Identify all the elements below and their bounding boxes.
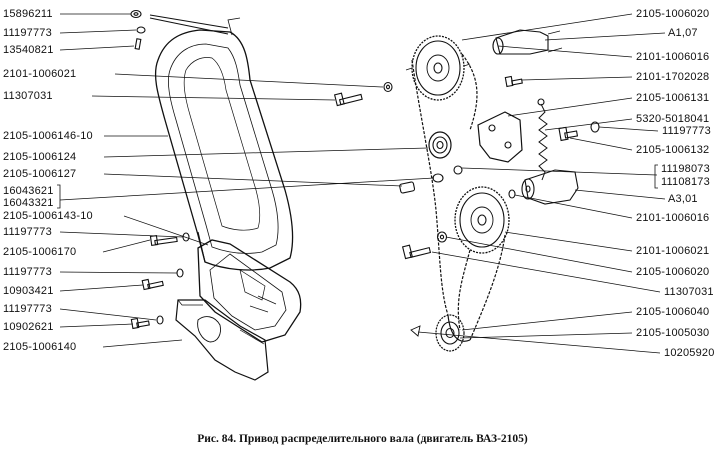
- leader-lines: [59, 13, 666, 354]
- chain-tensioner: [399, 111, 523, 194]
- figure-caption: Рис. 84. Привод распределительного вала …: [197, 433, 528, 445]
- left-bolts: [130, 81, 393, 330]
- label-11197773-a: 11197773: [3, 27, 52, 39]
- label-13540821: 13540821: [3, 44, 54, 56]
- bottom-plate: [175, 299, 269, 381]
- label-2101-1006021-b: 2101-1006021: [636, 245, 710, 257]
- crankshaft-sprocket: [410, 314, 465, 352]
- lower-timing-cover: [197, 239, 302, 343]
- label-2105-1006040: 2105-1006040: [636, 306, 710, 318]
- label-2101-1006016-b: 2101-1006016: [636, 212, 710, 224]
- timing-chain: [411, 53, 506, 342]
- label-brackets: [57, 164, 658, 209]
- label-10903421: 10903421: [3, 285, 54, 297]
- label-a1-07: A1,07: [668, 27, 698, 39]
- label-2101-1006016-a: 2101-1006016: [636, 51, 710, 63]
- top-small-parts: [130, 9, 229, 50]
- label-a3-01: A3,01: [668, 193, 698, 205]
- label-11108173: 11108173: [661, 176, 710, 188]
- label-2105-1006146-10: 2105-1006146-10: [3, 130, 93, 142]
- sprocket-bolt: [401, 231, 448, 260]
- right-bolt: [558, 121, 600, 142]
- label-11307031-b: 11307031: [664, 286, 714, 298]
- label-2105-1006132: 2105-1006132: [636, 144, 710, 156]
- label-11197773-b: 11197773: [3, 226, 52, 238]
- tensioner-spring: [537, 98, 548, 181]
- label-2105-1006020-a: 2105-1006020: [636, 8, 710, 20]
- label-15896211: 15896211: [3, 8, 53, 20]
- label-2105-1006124: 2105-1006124: [3, 151, 77, 163]
- upper-timing-cover: [154, 17, 294, 271]
- label-11197773-c: 11197773: [3, 266, 52, 278]
- label-2105-1005030: 2105-1005030: [636, 327, 710, 339]
- label-2105-1006127: 2105-1006127: [3, 168, 77, 180]
- intermediate-sprocket: [454, 186, 510, 254]
- label-16043621: 16043621: [3, 185, 54, 197]
- label-11197773-e: 11197773: [662, 125, 711, 137]
- label-2101-1702028: 2101-1702028: [636, 71, 710, 83]
- label-11307031: 11307031: [3, 90, 53, 102]
- label-2105-1006131: 2105-1006131: [636, 92, 710, 104]
- label-16043321: 16043321: [3, 197, 54, 209]
- label-2105-1006143-10: 2105-1006143-10: [3, 210, 93, 222]
- camshaft-sprocket: [405, 35, 471, 101]
- label-2105-1006140: 2105-1006140: [3, 341, 77, 353]
- label-5320-5018041: 5320-5018041: [636, 113, 710, 125]
- label-2101-1006021: 2101-1006021: [3, 68, 77, 80]
- camshaft-bolt: [504, 75, 523, 88]
- label-10205920: 10205920: [664, 347, 715, 359]
- label-11197773-d: 11197773: [3, 303, 52, 315]
- label-2105-1006170: 2105-1006170: [3, 246, 77, 258]
- label-10902621: 10902621: [3, 321, 54, 333]
- label-2105-1006020-b: 2105-1006020: [636, 266, 710, 278]
- auxiliary-shaft-end: [508, 169, 579, 205]
- label-11198073: 11198073: [661, 163, 710, 175]
